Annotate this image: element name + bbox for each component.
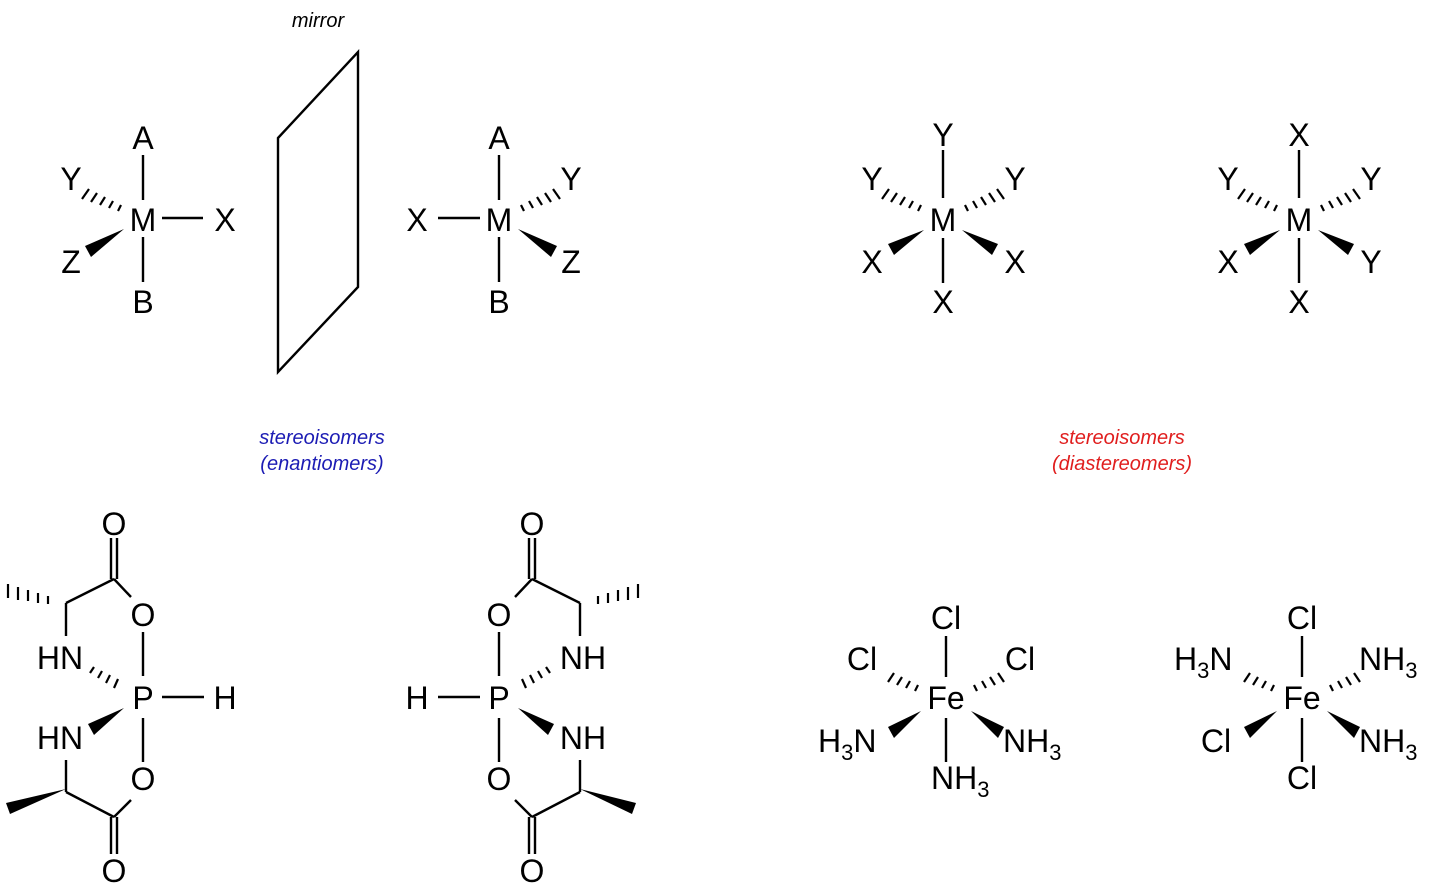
atom-Z: Z (61, 244, 81, 280)
phosphorane-right-structure: O O NH P H NH O O (405, 506, 640, 889)
atom-X: X (214, 202, 235, 238)
enantiomer-right-structure: A M B X Y Z (406, 120, 581, 320)
atom-Z: Z (561, 244, 581, 280)
ammine-ligand: NH3 (1003, 723, 1061, 765)
atom-X: X (1288, 117, 1309, 153)
atom-M: M (130, 202, 157, 238)
atom-Y: Y (932, 117, 953, 153)
atom-Cl: Cl (931, 600, 961, 636)
atom-A: A (132, 120, 154, 156)
atom-X: X (861, 244, 882, 280)
atom-NH: NH (560, 720, 606, 756)
phosphorane-left-structure: O O HN P H HN O O (6, 506, 237, 889)
ammine-ligand: NH3 (931, 760, 989, 802)
atom-Y: Y (560, 161, 581, 197)
atom-Y: Y (861, 161, 882, 197)
atom-Cl: Cl (1201, 723, 1231, 759)
iron-complex-fac-structure: Cl Fe Cl Cl H3N NH3 NH3 (818, 600, 1061, 802)
atom-Y: Y (1360, 244, 1381, 280)
atom-Cl: Cl (847, 641, 877, 677)
atom-NH: NH (560, 640, 606, 676)
atom-X: X (406, 202, 427, 238)
atom-A: A (488, 120, 510, 156)
atom-Cl: Cl (1287, 600, 1317, 636)
atom-HN: HN (37, 720, 83, 756)
iron-complex-mer-structure: Cl Fe Cl Cl H3N NH3 NH3 (1174, 600, 1417, 796)
atom-M: M (930, 202, 957, 238)
ammine-ligand: NH3 (1359, 723, 1417, 765)
atom-Y: Y (1360, 161, 1381, 197)
diastereomers-caption: stereoisomers (diastereomers) (1052, 427, 1192, 475)
atom-M: M (1286, 202, 1313, 238)
atom-P: P (488, 680, 509, 716)
atom-HN: HN (37, 640, 83, 676)
atom-O: O (131, 761, 156, 797)
atom-Y: Y (60, 161, 81, 197)
ammine-ligand: H3N (1174, 641, 1232, 683)
atom-Cl: Cl (1287, 760, 1317, 796)
atom-B: B (488, 284, 509, 320)
atom-M: M (486, 202, 513, 238)
enantiomers-caption-line1: stereoisomers (259, 427, 385, 449)
atom-X: X (1004, 244, 1025, 280)
atom-O: O (520, 853, 545, 889)
atom-O: O (520, 506, 545, 542)
diastereomer-mer-structure: X M X Y Y X Y (1217, 117, 1381, 320)
enantiomers-caption: stereoisomers (enantiomers) (259, 427, 385, 475)
atom-H: H (213, 680, 236, 716)
atom-Fe: Fe (927, 680, 964, 716)
diastereomer-fac-structure: Y M X Y Y X X (861, 117, 1025, 320)
atom-X: X (932, 284, 953, 320)
atom-X: X (1217, 244, 1238, 280)
atom-O: O (102, 506, 127, 542)
atom-O: O (487, 761, 512, 797)
atom-Y: Y (1004, 161, 1025, 197)
atom-P: P (132, 680, 153, 716)
atom-Y: Y (1217, 161, 1238, 197)
atom-O: O (102, 853, 127, 889)
atom-O: O (487, 597, 512, 633)
atom-Cl: Cl (1005, 641, 1035, 677)
enantiomer-left-structure: A M B X Y Z (60, 120, 235, 320)
mirror-caption: mirror (292, 10, 346, 32)
ammine-ligand: H3N (818, 723, 876, 765)
ammine-ligand: NH3 (1359, 641, 1417, 683)
mirror-plane (276, 48, 360, 376)
atom-H: H (405, 680, 428, 716)
enantiomers-caption-line2: (enantiomers) (260, 453, 383, 475)
atom-Fe: Fe (1283, 680, 1320, 716)
diastereomers-caption-line1: stereoisomers (1059, 427, 1185, 449)
atom-X: X (1288, 284, 1309, 320)
atom-B: B (132, 284, 153, 320)
diastereomers-caption-line2: (diastereomers) (1052, 453, 1192, 475)
atom-O: O (131, 597, 156, 633)
